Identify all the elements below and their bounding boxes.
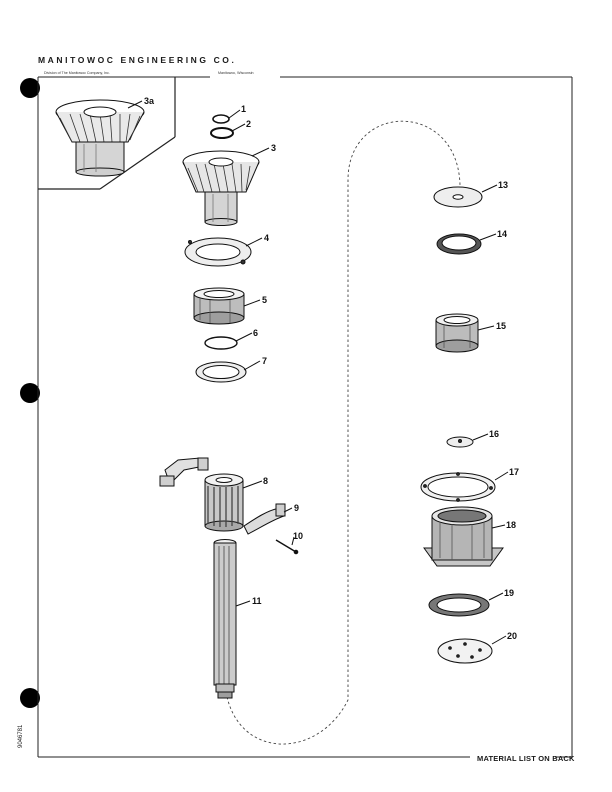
part-20-cover-plate <box>437 638 493 664</box>
callout-5: 5 <box>262 295 267 305</box>
binder-hole-top <box>20 78 40 98</box>
part-4-plate <box>184 237 252 267</box>
document-code: 9046781 <box>18 724 24 748</box>
part-10-pin <box>275 539 299 555</box>
part-18-housing <box>423 506 504 567</box>
callout-9: 9 <box>294 503 299 513</box>
callout-20: 20 <box>507 631 517 641</box>
part-5-bearing <box>193 287 245 325</box>
part-3a-bevel-gear <box>55 99 145 177</box>
inset-box <box>38 77 176 190</box>
part-11-splined-shaft <box>213 539 237 699</box>
part-17-gasket <box>420 472 496 502</box>
callout-10: 10 <box>293 531 303 541</box>
callout-18: 18 <box>506 520 516 530</box>
part-19-friction-disc <box>428 593 490 617</box>
company-name: MANITOWOC ENGINEERING CO. <box>38 55 237 65</box>
binder-hole-bottom <box>20 688 40 708</box>
location-line: Manitowoc, Wisconsin <box>218 71 254 75</box>
callout-6: 6 <box>253 328 258 338</box>
callout-16: 16 <box>489 429 499 439</box>
binder-hole-middle <box>20 383 40 403</box>
callout-7: 7 <box>262 356 267 366</box>
callout-19: 19 <box>504 588 514 598</box>
part-8-pinion-gear <box>159 457 244 532</box>
part-13-disc <box>433 186 483 208</box>
callout-2: 2 <box>246 119 251 129</box>
part-16-cap <box>446 436 474 448</box>
material-list-note: MATERIAL LIST ON BACK <box>477 754 575 763</box>
callout-11: 11 <box>252 596 262 606</box>
callout-14: 14 <box>497 229 507 239</box>
callout-3: 3 <box>271 143 276 153</box>
callout-13: 13 <box>498 180 508 190</box>
part-2-ring <box>210 127 234 139</box>
part-6-snap-ring <box>204 336 238 350</box>
part-3-bevel-gear <box>182 150 260 226</box>
callout-labels: 3a 1 2 3 4 5 6 7 8 9 10 11 13 14 15 16 1… <box>144 96 519 641</box>
callout-3a: 3a <box>144 96 155 106</box>
leader-lines <box>127 100 509 645</box>
part-9-yoke <box>243 503 286 535</box>
callout-8: 8 <box>263 476 268 486</box>
part-7-washer <box>195 361 247 383</box>
callout-1: 1 <box>241 104 246 114</box>
part-15-bearing <box>435 313 479 353</box>
part-1-ring <box>212 114 230 124</box>
part-14-seal <box>436 233 482 255</box>
callout-15: 15 <box>496 321 506 331</box>
callout-17: 17 <box>509 467 519 477</box>
division-line: Division of The Manitowoc Company, Inc. <box>44 71 110 75</box>
assembly-path <box>225 120 461 745</box>
page-frame <box>37 76 573 758</box>
callout-4: 4 <box>264 233 269 243</box>
